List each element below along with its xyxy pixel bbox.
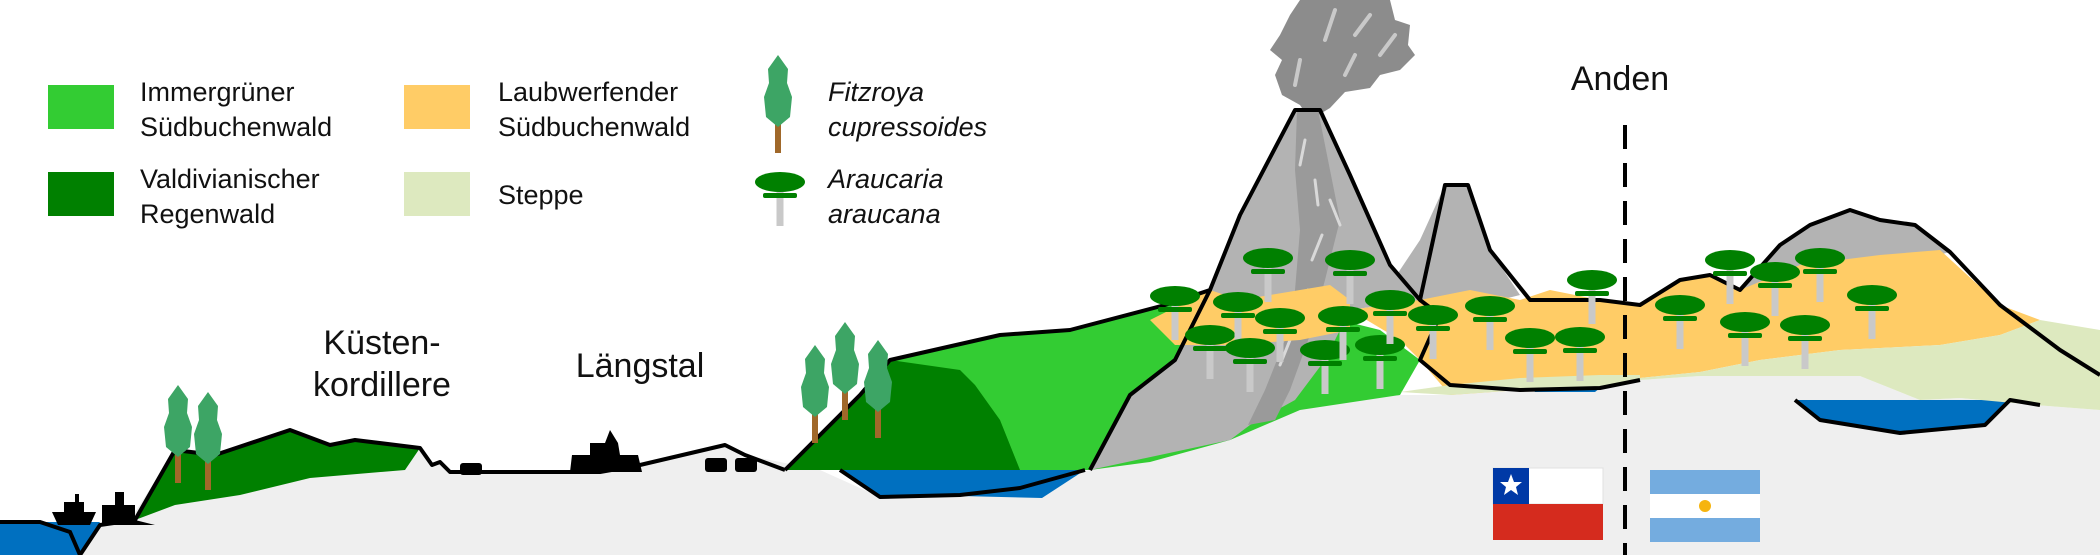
legend-label-line1: Valdivianischer [140, 164, 320, 194]
ship-icon [52, 494, 96, 525]
label-line2: kordillere [313, 366, 451, 404]
volcano-smoke [1270, 0, 1415, 120]
legend-item-fitzroya: Fitzroya cupressoides [828, 75, 987, 145]
legend-label-line2: cupressoides [828, 112, 988, 142]
chile-flag-icon [1492, 467, 1604, 540]
fitzroya-tree-icon [764, 55, 792, 153]
harbour-town-icon [102, 492, 155, 525]
valdivian-rainforest [785, 360, 1020, 470]
legend-swatch-deciduous [404, 85, 470, 129]
legend-label-line2: araucana [828, 199, 941, 229]
volcano [1090, 110, 1420, 470]
legend-label-line1: Araucaria [828, 164, 944, 194]
coastal-cordillera-label: Küsten- kordillere [282, 322, 482, 406]
longitudinal-valley-lake [840, 470, 1085, 498]
andean-peak [1380, 185, 1520, 310]
house-icon [460, 463, 482, 475]
legend-label-line2: Regenwald [140, 199, 276, 229]
andean-lake-right [1795, 400, 2010, 433]
legend-label-line1: Fitzroya [828, 77, 925, 107]
legend-item-deciduous: Laubwerfender Südbuchenwald [498, 75, 690, 145]
coastal-rainforest [135, 430, 420, 520]
legend-swatch-steppe [404, 172, 470, 216]
legend-item-evergreen: Immergrüner Südbuchenwald [140, 75, 332, 145]
legend-label-line2: Südbuchenwald [140, 112, 333, 142]
legend-label-line1: Steppe [498, 180, 584, 210]
legend-swatch-rainforest [48, 172, 114, 216]
steppe-east [1600, 320, 2100, 410]
town-icon [570, 430, 642, 472]
legend-swatch-evergreen [48, 85, 114, 129]
legend-label-line1: Immergrüner [140, 77, 295, 107]
legend-item-araucaria: Araucaria araucana [828, 162, 944, 232]
legend-label-line2: Südbuchenwald [498, 112, 691, 142]
andes-label: Anden [1570, 60, 1670, 98]
legend-item-steppe: Steppe [498, 178, 584, 213]
argentina-flag-icon [1650, 470, 1760, 542]
label-line1: Küsten- [323, 324, 441, 362]
legend-label-line1: Laubwerfender [498, 77, 679, 107]
araucaria-tree-icon [755, 172, 805, 226]
houses-icon [705, 458, 757, 472]
legend-item-rainforest: Valdivianischer Regenwald [140, 162, 320, 232]
longitudinal-valley-label: Längstal [575, 347, 705, 385]
